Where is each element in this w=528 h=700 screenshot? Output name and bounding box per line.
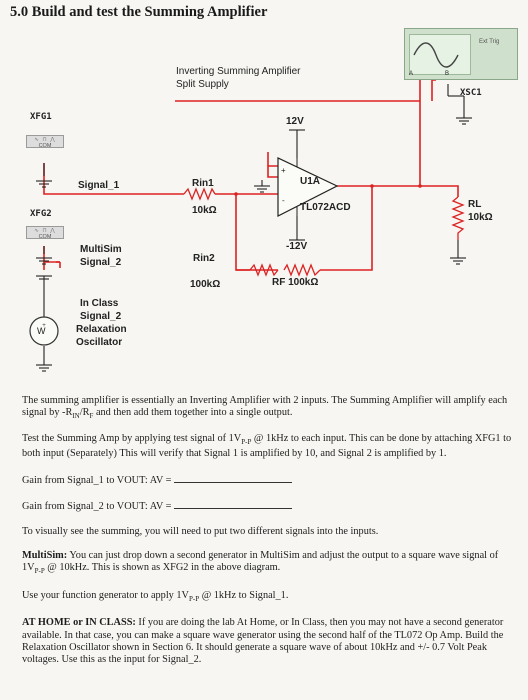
gain2-line: Gain from Signal_2 to VOUT: AV = [22, 499, 512, 513]
rf-label: RF 100kΩ [272, 277, 319, 288]
scope-ext-trig-label: Ext Trig [479, 39, 500, 45]
svg-text:+: + [42, 323, 46, 329]
opamp-part: TL072ACD [300, 202, 351, 213]
oscilloscope-xsc1: Ext Trig A B [404, 28, 518, 80]
signal1-label: Signal_1 [78, 180, 120, 191]
scope-channel-b: B [445, 71, 450, 77]
gain1-answer-blank[interactable] [174, 473, 293, 483]
xfg2-function-generator: ∿ ⊓ ⋀ COM [26, 226, 64, 240]
rl-value: 10kΩ [468, 212, 493, 223]
rin2-name: Rin2 [193, 253, 215, 264]
rin1-value: 10kΩ [192, 205, 217, 216]
circuit-caption-line1: Inverting Summing Amplifier [176, 66, 301, 77]
opamp-ref: U1A [300, 176, 321, 187]
scope-screen [409, 34, 471, 75]
rin1-name: Rin1 [192, 178, 214, 189]
scope-name: XSC1 [460, 88, 482, 98]
inclass-line4: Oscillator [76, 337, 123, 348]
xfg1-com-label: COM [38, 143, 52, 149]
opamp-minus-pin: - [282, 196, 285, 205]
multisim-signal2-line2: Signal_2 [80, 257, 122, 268]
opamp-plus-pin: + [281, 166, 286, 175]
scope-channel-a: A [409, 71, 414, 77]
paragraph-function-generator: Use your function generator to apply 1VP… [22, 589, 289, 603]
xfg2-com-label: COM [38, 234, 52, 240]
xfg2-label: XFG2 [30, 209, 52, 219]
ac-source-icon: W [37, 326, 46, 336]
xfg1-label: XFG1 [30, 112, 52, 122]
instructions-text: The summing amplifier is essentially an … [22, 395, 512, 667]
paragraph-test: Test the Summing Amp by applying test si… [22, 432, 512, 460]
vplus-label: 12V [286, 116, 304, 127]
rl-name: RL [468, 199, 482, 210]
inclass-line3: Relaxation [76, 324, 127, 335]
waveform-icons: ∿ ⊓ ⋀ [34, 137, 56, 143]
inclass-line1: In Class [80, 298, 119, 309]
paragraph-visual: To visually see the summing, you will ne… [22, 525, 379, 537]
vminus-label: -12V [286, 241, 308, 252]
gain2-answer-blank[interactable] [174, 499, 293, 510]
schematic-wiring: + [29, 79, 472, 372]
paragraph-multisim: MultiSim: You can just drop down a secon… [22, 549, 499, 576]
gain1-line: Gain from Signal_1 to VOUT: AV = [22, 473, 512, 487]
circuit-caption-line2: Split Supply [176, 79, 229, 90]
sine-wave-icon [413, 42, 459, 68]
paragraph-home-class: AT HOME or IN CLASS: If you are doing th… [22, 617, 504, 666]
xfg1-function-generator: ∿ ⊓ ⋀ COM [26, 135, 64, 149]
rin2-value: 100kΩ [190, 279, 221, 290]
paragraph-intro: The summing amplifier is essentially an … [22, 395, 508, 421]
waveform-icons-2: ∿ ⊓ ⋀ [34, 228, 56, 234]
inclass-line2: Signal_2 [80, 311, 122, 322]
multisim-signal2-line1: MultiSim [80, 244, 122, 255]
page-title: 5.0 Build and test the Summing Amplifier [10, 4, 268, 20]
